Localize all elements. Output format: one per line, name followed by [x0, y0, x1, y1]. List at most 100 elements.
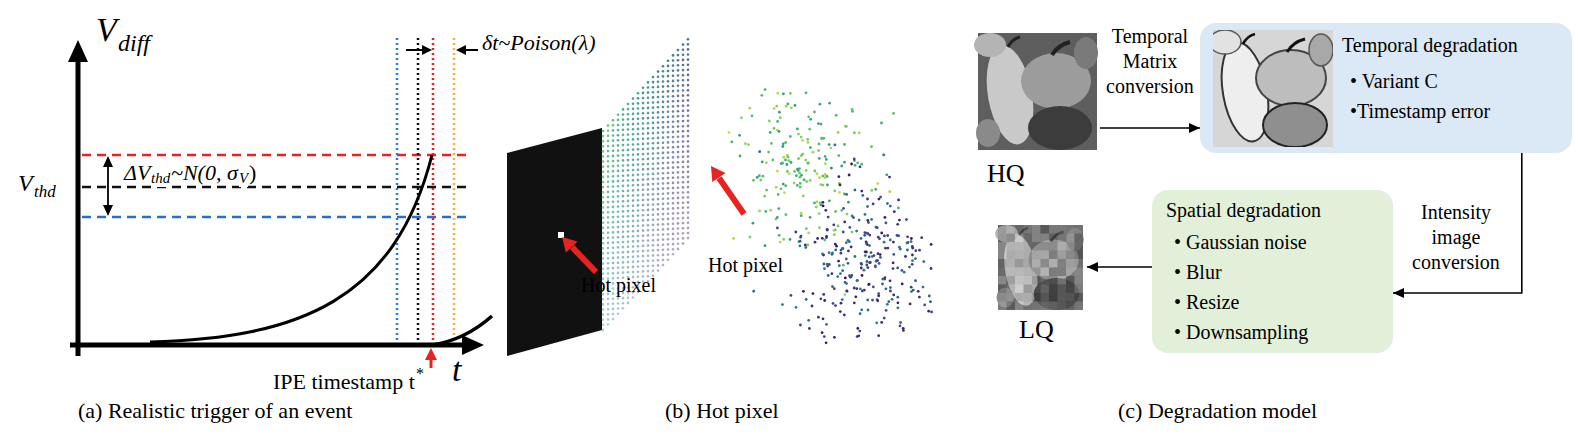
event-dot [637, 143, 640, 146]
event-dot [782, 156, 785, 159]
noise-block [1015, 225, 1023, 233]
event-dot [642, 214, 645, 217]
event-dot [860, 308, 863, 311]
event-dot [821, 184, 824, 187]
event-dot [672, 248, 675, 251]
event-dot [627, 297, 630, 300]
event-dot [872, 286, 875, 289]
event-dot [657, 106, 660, 109]
event-dot [896, 296, 899, 299]
event-dot [851, 108, 854, 111]
event-dot [622, 236, 625, 239]
noise-block [1074, 242, 1082, 250]
event-dot [632, 261, 635, 264]
event-dot [637, 270, 640, 273]
event-dot [662, 228, 665, 231]
event-dot [622, 149, 625, 152]
event-dot [667, 151, 670, 154]
event-dot [607, 303, 610, 306]
event-dot [662, 187, 665, 190]
event-dot [687, 38, 690, 41]
noise-block [1049, 242, 1057, 250]
event-dot [627, 144, 630, 147]
event-dot [853, 287, 856, 290]
event-dot [776, 92, 779, 95]
event-dot [672, 197, 675, 200]
event-dot [667, 116, 670, 119]
event-dot [617, 139, 620, 142]
event-dot [682, 176, 685, 179]
event-dot [834, 243, 837, 246]
event-dot [607, 262, 610, 265]
event-dot [657, 193, 660, 196]
event-dot [647, 142, 650, 145]
event-dot [672, 141, 675, 144]
event-dot [672, 212, 675, 215]
noise-block [1049, 259, 1057, 267]
event-dot [602, 206, 605, 209]
event-dot [652, 152, 655, 155]
event-dot [622, 129, 625, 132]
event-dot [874, 265, 877, 268]
event-dot [677, 130, 680, 133]
event-dot [815, 206, 818, 209]
event-dot [602, 165, 605, 168]
event-dot [866, 260, 869, 263]
event-dot [672, 243, 675, 246]
event-dot [602, 242, 605, 245]
event-dot [856, 161, 859, 164]
event-dot [657, 249, 660, 252]
event-dot [612, 150, 615, 153]
event-dot [787, 103, 790, 106]
event-dot [642, 229, 645, 232]
event-dot [795, 306, 798, 309]
event-dot [790, 161, 793, 164]
event-dot [637, 219, 640, 222]
event-dot [884, 247, 887, 250]
event-dot [804, 244, 807, 247]
event-dot [927, 310, 930, 313]
event-dot [777, 193, 780, 196]
event-dot [622, 261, 625, 264]
event-dot [602, 196, 605, 199]
event-dot [637, 214, 640, 217]
event-dot [874, 188, 877, 191]
event-dot [864, 254, 867, 257]
event-dot [662, 198, 665, 201]
event-dot [652, 137, 655, 140]
event-dot [682, 120, 685, 123]
event-dot [923, 304, 926, 307]
noise-block [1023, 293, 1031, 301]
process-box: Spatial degradation• Gaussian noise• Blu… [1152, 190, 1393, 353]
event-dot [834, 249, 837, 252]
event-dot [662, 254, 665, 257]
event-dot [622, 185, 625, 188]
event-dot [607, 237, 610, 240]
event-dot [632, 266, 635, 269]
event-dot [602, 130, 605, 133]
event-dot [781, 303, 784, 306]
event-dot [662, 131, 665, 134]
event-dot [876, 182, 879, 185]
event-dot [829, 147, 832, 150]
event-dot [782, 238, 785, 241]
event-dot [602, 222, 605, 225]
event-dot [607, 298, 610, 301]
event-dot [612, 246, 615, 249]
event-dot [672, 161, 675, 164]
event-dot [786, 163, 789, 166]
event-dot [617, 302, 620, 305]
event-dot [642, 194, 645, 197]
event-dot [677, 135, 680, 138]
event-dot [672, 80, 675, 83]
event-dot [762, 175, 765, 178]
event-dot [607, 160, 610, 163]
event-dot [602, 181, 605, 184]
event-dot [677, 186, 680, 189]
event-dot [687, 237, 690, 240]
image-node: HQ [975, 30, 1100, 195]
event-dot [612, 221, 615, 224]
event-dot [867, 309, 870, 312]
event-dot [765, 189, 768, 192]
event-dot [652, 264, 655, 267]
